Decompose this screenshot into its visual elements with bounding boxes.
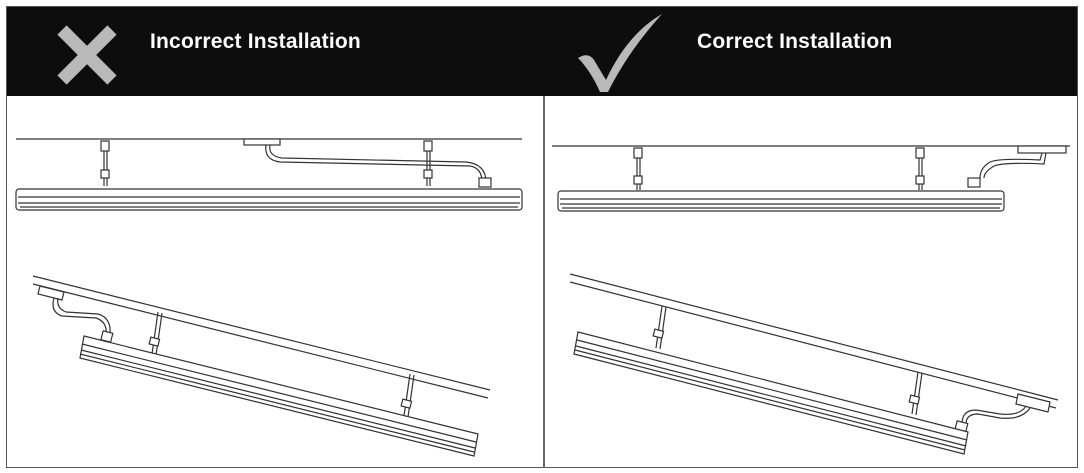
correct-installation-title: Correct Installation: [697, 30, 893, 53]
checkmark-icon: [578, 14, 662, 92]
installation-comparison-frame: [6, 6, 1078, 468]
cross-icon: [57, 25, 117, 85]
incorrect-installation-title: Incorrect Installation: [150, 30, 361, 53]
header-bar: [7, 7, 1077, 96]
panel-divider: [543, 96, 545, 468]
